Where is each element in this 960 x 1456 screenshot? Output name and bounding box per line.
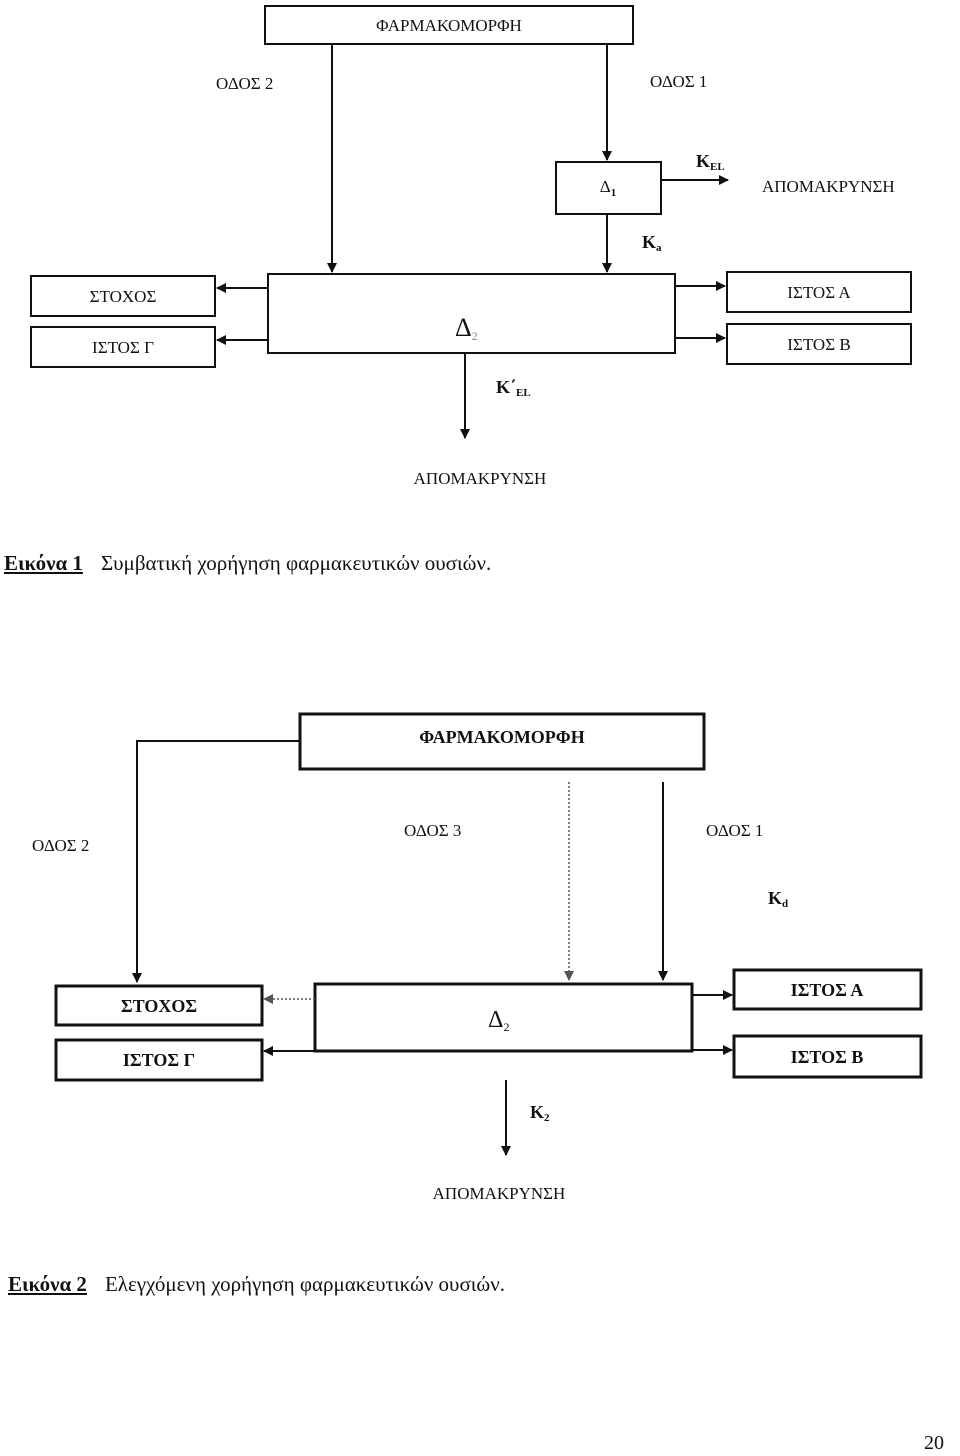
tissue-a-label: ΙΣΤΟΣ Α (787, 283, 851, 302)
compartment-1-label: Δ (600, 177, 611, 196)
target-label: ΣΤΟΧΟΣ (90, 287, 157, 306)
compartment-2-label-2: Δ (488, 1007, 503, 1033)
route-2-label-2: ΟΔΟΣ 2 (32, 836, 89, 855)
dosage-form-box: ΦΑΡΜΑΚΟΜΟΡΦΗ (264, 5, 634, 45)
elimination-label-2: ΑΠΟΜΑΚΡΥΝΣΗ (433, 1184, 566, 1203)
svg-text:Δ2: Δ2 (488, 1007, 509, 1034)
figure-2-caption-text: Ελεγχόμενη χορήγηση φαρμακευτικών ουσιών… (104, 1272, 505, 1296)
compartment-2-label: Δ (455, 313, 472, 342)
tissue-c-box-2: ΙΣΤΟΣ Γ (54, 1038, 264, 1082)
k-el-prime-label: K΄EL (496, 377, 531, 399)
tissue-b-box: ΙΣΤΟΣ Β (726, 323, 912, 365)
svg-text:Δ1: Δ1 (600, 177, 616, 199)
figure-1-caption-label: Εικόνα 1 (4, 551, 83, 575)
compartment-2-box: Δ2 (267, 273, 676, 354)
figure-2-caption: Εικόνα 2 Ελεγχόμενη χορήγηση φαρμακευτικώ… (8, 1272, 505, 1297)
figure-1-caption: Εικόνα 1 Συμβατική χορήγηση φαρμακευτικών… (4, 551, 491, 576)
dosage-form-label: ΦΑΡΜΑΚΟΜΟΡΦΗ (376, 16, 522, 35)
route-3-label: ΟΔΟΣ 3 (404, 821, 461, 840)
route-2-path (132, 740, 300, 983)
tissue-c-label: ΙΣΤΟΣ Γ (92, 338, 154, 357)
page-number: 20 (924, 1432, 944, 1454)
target-box: ΣΤΟΧΟΣ (30, 275, 216, 317)
route-1-label: ΟΔΟΣ 1 (650, 72, 707, 91)
dosage-form-label-2: ΦΑΡΜΑΚΟΜΟΡΦΗ (419, 727, 584, 747)
tissue-c-label-2: ΙΣΤΟΣ Γ (123, 1050, 195, 1070)
figure-2-diagram: ΦΑΡΜΑΚΟΜΟΡΦΗ ΟΔΟΣ 2 ΟΔΟΣ 3 ΟΔΟΣ 1 Kd Δ2 … (32, 712, 923, 1203)
figure-1-caption-text: Συμβατική χορήγηση φαρμακευτικών ουσιών. (100, 551, 492, 575)
elimination-bottom-label: ΑΠΟΜΑΚΡΥΝΣΗ (414, 469, 547, 488)
tissue-c-box: ΙΣΤΟΣ Γ (30, 326, 216, 368)
figure-1-diagram: ΦΑΡΜΑΚΟΜΟΡΦΗ ΟΔΟΣ 2 ΟΔΟΣ 1 Δ1 KEL ΑΠΟΜΑΚ… (30, 5, 912, 488)
tissue-b-box-2: ΙΣΤΟΣ Β (732, 1034, 923, 1079)
tissue-a-box-2: ΙΣΤΟΣ Α (732, 968, 923, 1011)
compartment-2-box-2: Δ2 (313, 982, 694, 1053)
figure-2-caption-label: Εικόνα 2 (8, 1272, 87, 1296)
k-a-label: Ka (642, 232, 662, 254)
compartment-1-box: Δ1 (555, 161, 662, 215)
tissue-a-label-2: ΙΣΤΟΣ Α (791, 980, 864, 1000)
tissue-b-label: ΙΣΤΟΣ Β (787, 335, 850, 354)
target-label-2: ΣΤΟΧΟΣ (121, 996, 197, 1016)
svg-text:Δ2: Δ2 (455, 313, 478, 343)
route-2-label: ΟΔΟΣ 2 (216, 74, 273, 93)
elimination-top-label: ΑΠΟΜΑΚΡΥΝΣΗ (762, 177, 895, 196)
k-2-label: K2 (530, 1102, 550, 1124)
target-box-2: ΣΤΟΧΟΣ (54, 984, 264, 1027)
tissue-b-label-2: ΙΣΤΟΣ Β (791, 1047, 864, 1067)
dosage-form-box-2: ΦΑΡΜΑΚΟΜΟΡΦΗ (298, 712, 706, 771)
k-el-label: KEL (696, 151, 725, 173)
tissue-a-box: ΙΣΤΟΣ Α (726, 271, 912, 313)
k-d-label: Kd (768, 888, 788, 910)
route-1-label-2: ΟΔΟΣ 1 (706, 821, 763, 840)
